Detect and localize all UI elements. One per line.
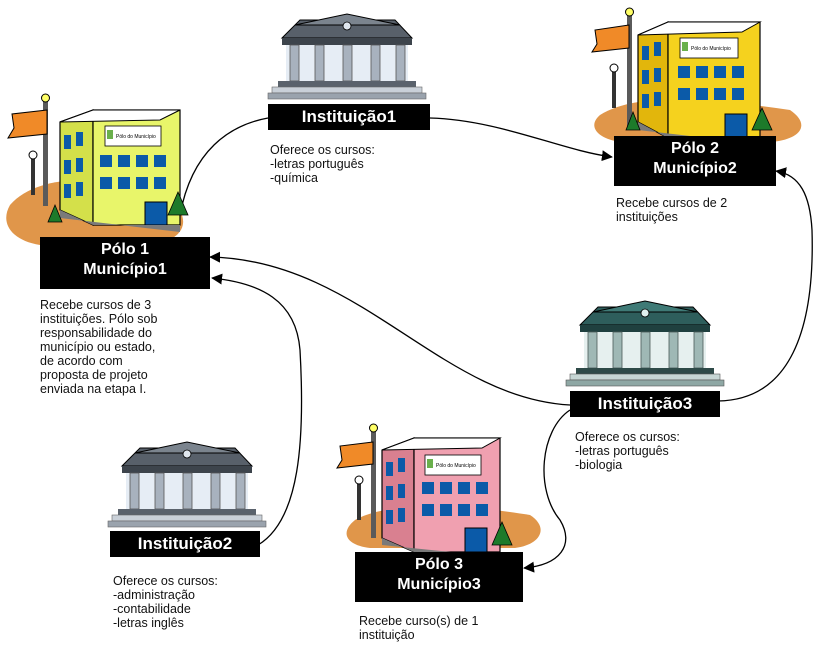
connectors [179,117,813,573]
line-inst1-to-polo1 [179,117,269,216]
polo3-building: Pólo do Município [336,423,541,557]
instituicao1-note: Oferece os cursos: -letras português -qu… [270,143,375,185]
arrow-inst3-to-polo3 [523,409,571,573]
polo2-note: Recebe cursos de 2 instituições [616,196,728,224]
instituicao2-label: Instituição2 [110,531,260,557]
polo3-municipio: Município3 [397,576,481,593]
polo2-building: Pólo do Município [591,7,802,144]
instituicao3-label: Instituição3 [570,391,720,417]
svg-text:Pólo do Município: Pólo do Município [116,134,156,140]
arrow-inst1-to-polo2 [429,117,613,162]
instituicao1-name: Instituição1 [301,107,397,126]
polo3-note: Recebe curso(s) de 1 instituição [359,614,479,642]
polo2-municipio: Município2 [653,160,737,177]
polo1-building: Pólo do Município [6,93,189,245]
instituicao3-name: Instituição3 [597,394,693,413]
instituicao1-building [267,13,427,100]
instituicao3-building [565,300,725,387]
arrow-inst3-to-polo1 [209,251,571,406]
polo2-label: Pólo 2 Município2 [614,136,776,186]
svg-text:Pólo do Município: Pólo do Município [691,46,731,52]
instituicao1-label: Instituição1 [268,104,430,130]
instituicao2-building [107,441,267,528]
svg-text:Pólo do Município: Pólo do Município [436,463,476,469]
arrow-inst3-to-polo2 [717,167,813,402]
polo1-note: Recebe cursos de 3 instituições. Pólo so… [40,298,158,396]
polo1-title: Pólo 1 [100,241,149,258]
polo2-title: Pólo 2 [670,140,719,157]
arrow-inst2-to-polo1 [211,273,303,546]
polo1-label: Pólo 1 Município1 [40,237,210,289]
polo3-label: Pólo 3 Município3 [355,552,523,602]
instituicao2-note: Oferece os cursos: -administração -conta… [113,574,218,630]
polo1-municipio: Município1 [83,261,167,278]
polo3-title: Pólo 3 [414,556,463,573]
instituicao3-note: Oferece os cursos: -letras português -bi… [575,430,680,472]
instituicao2-name: Instituição2 [137,534,233,553]
